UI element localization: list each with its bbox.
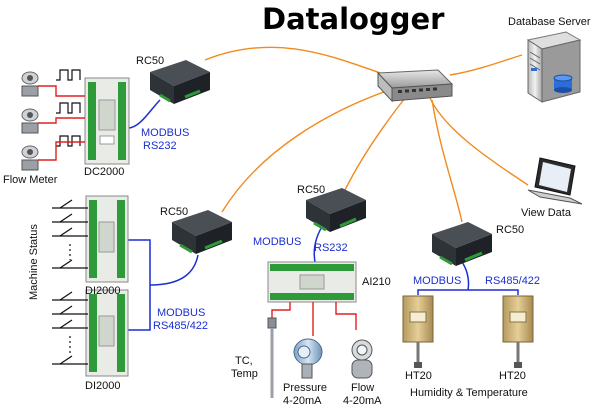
modbus-label-di2000: MODBUS bbox=[157, 307, 206, 319]
pressure-range-label: 4-20mA bbox=[283, 395, 322, 407]
flow-meter-2 bbox=[21, 102, 85, 134]
ht20-label-left: HT20 bbox=[405, 370, 432, 382]
network-links bbox=[204, 46, 529, 223]
ai210-module bbox=[267, 261, 357, 303]
rc50-label-top: RC50 bbox=[136, 55, 165, 67]
dc2000-module bbox=[84, 77, 130, 165]
modbus-label-ht20: MODBUS bbox=[413, 275, 462, 287]
flow-meter-1 bbox=[21, 69, 85, 97]
network-switch bbox=[376, 69, 454, 103]
switch-group-bottom bbox=[52, 291, 88, 365]
ht20-label-right: HT20 bbox=[499, 370, 526, 382]
ht20-sensor-left bbox=[402, 295, 434, 368]
link-dc2000-rc50 bbox=[127, 99, 161, 129]
machine-status-switches bbox=[52, 199, 88, 365]
rs232-label-dc2000: RS232 bbox=[143, 140, 177, 152]
link-switch-laptop bbox=[429, 97, 529, 186]
link-switch-server bbox=[449, 54, 523, 76]
ht20-sensor-right bbox=[502, 295, 534, 368]
di2000-module-bottom bbox=[85, 289, 129, 377]
rc50-device-middle bbox=[306, 188, 366, 232]
rs232-label-ai210: RS232 bbox=[314, 242, 348, 254]
di2000-module-top bbox=[85, 195, 129, 283]
tc-temp-label-line1: TC, bbox=[235, 355, 253, 367]
rc50-device-right bbox=[432, 222, 492, 266]
modbus-label-ai210: MODBUS bbox=[253, 236, 302, 248]
di2000-label-bottom: DI2000 bbox=[85, 380, 121, 392]
pressure-label: Pressure bbox=[283, 382, 328, 394]
flow-meter-3 bbox=[21, 135, 85, 171]
view-data-label: View Data bbox=[521, 207, 571, 219]
link-ht20-rc50 bbox=[461, 261, 470, 291]
link-switch-rc50-right bbox=[431, 99, 463, 223]
link-ht20-bus bbox=[417, 289, 519, 295]
rc50-label-left: RC50 bbox=[160, 206, 189, 218]
machine-status-label: Machine Status bbox=[28, 224, 40, 300]
rc50-device-left bbox=[172, 210, 232, 254]
rc50-label-right: RC50 bbox=[496, 224, 525, 236]
tc-temp-label-line2: Temp bbox=[231, 368, 258, 380]
flow-meters bbox=[21, 69, 85, 171]
link-switch-rc50-top bbox=[204, 46, 396, 79]
flow-transmitter-icon bbox=[351, 339, 373, 379]
ai210-label: AI210 bbox=[362, 276, 391, 288]
rc50-device-top bbox=[150, 60, 210, 104]
flow-range-label: 4-20mA bbox=[343, 395, 382, 407]
link-switch-rc50-mid bbox=[344, 97, 406, 191]
link-di2000-rc50 bbox=[128, 239, 151, 331]
flow-label: Flow bbox=[351, 382, 375, 394]
switch-group-top bbox=[52, 199, 88, 269]
pressure-transmitter-icon bbox=[293, 338, 323, 379]
link-di2000-bus-rc50 bbox=[149, 254, 199, 286]
rc50-label-middle: RC50 bbox=[297, 184, 326, 196]
diagram-title: Datalogger bbox=[262, 2, 445, 36]
dc2000-label: DC2000 bbox=[84, 166, 125, 178]
modbus-links bbox=[127, 99, 519, 331]
laptop-icon bbox=[527, 157, 583, 205]
rs485-label-ht20: RS485/422 bbox=[485, 275, 541, 287]
flow-meter-label: Flow Meter bbox=[3, 174, 58, 186]
di2000-label-top: DI2000 bbox=[85, 285, 121, 297]
sensor-wires bbox=[271, 302, 357, 336]
tc-probe-icon bbox=[267, 317, 277, 398]
modbus-label-dc2000: MODBUS bbox=[141, 127, 190, 139]
database-server-label: Database Server bbox=[508, 16, 591, 28]
rs485-label-di2000: RS485/422 bbox=[153, 320, 209, 332]
humidity-temperature-label: Humidity & Temperature bbox=[410, 387, 528, 399]
database-server-icon bbox=[526, 31, 582, 103]
link-switch-rc50-left bbox=[221, 87, 396, 213]
